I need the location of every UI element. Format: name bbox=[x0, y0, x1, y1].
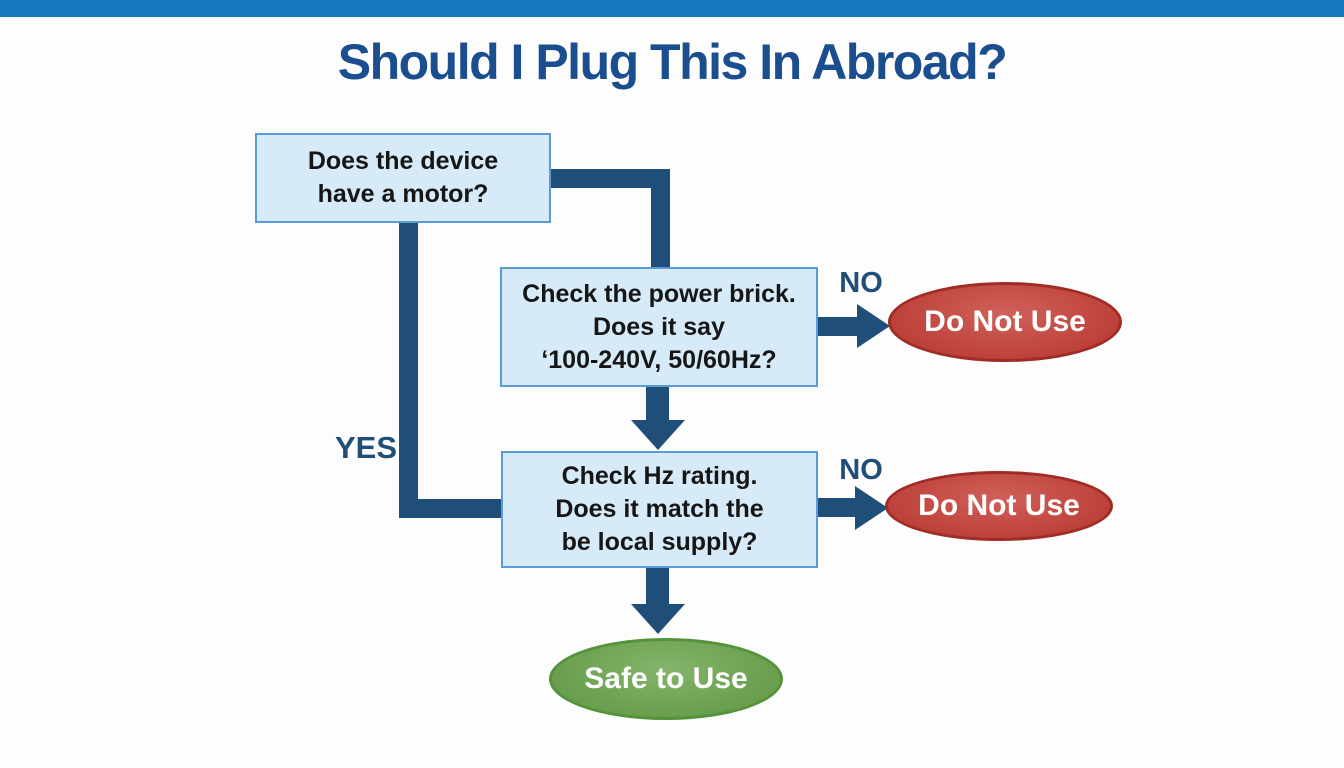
top-accent-bar bbox=[0, 0, 1344, 17]
arrow-right-head-no-1-icon bbox=[857, 304, 890, 348]
decision-box-power-brick: Check the power brick. Does it say ‘100-… bbox=[500, 267, 818, 387]
edge-label-no-1: NO bbox=[839, 267, 883, 299]
page-title: Should I Plug This In Abroad? bbox=[337, 34, 1008, 90]
decision-box-hz-rating: Check Hz rating. Does it match the be lo… bbox=[501, 451, 818, 568]
connector-no-1 bbox=[818, 317, 858, 336]
decision-box-motor: Does the device have a motor? bbox=[255, 133, 551, 223]
connector-q3-to-safe bbox=[646, 568, 669, 605]
terminal-label: Do Not Use bbox=[924, 305, 1086, 338]
connector-q2-to-q3 bbox=[646, 387, 669, 421]
arrow-right-head-no-2-icon bbox=[855, 486, 888, 530]
decision-box-line: be local supply? bbox=[561, 528, 758, 556]
connector-yes-vertical bbox=[399, 222, 418, 518]
decision-box-line: have a motor? bbox=[317, 180, 489, 208]
edge-label-no-2: NO bbox=[839, 454, 883, 486]
terminal-label: Safe to Use bbox=[584, 662, 748, 695]
connector-q1-to-q2-vertical bbox=[651, 169, 670, 268]
terminal-safe-to-use: Safe to Use bbox=[549, 638, 783, 720]
decision-box-line: Check Hz rating. bbox=[561, 462, 758, 490]
decision-box-line: ‘100-240V, 50/60Hz? bbox=[541, 345, 777, 374]
connector-yes-horizontal bbox=[399, 499, 503, 518]
decision-box-line: Does it match the bbox=[555, 495, 764, 523]
connector-no-2 bbox=[818, 498, 856, 517]
decision-box-line: Does the device bbox=[307, 147, 499, 175]
edge-label-yes: YES bbox=[334, 430, 397, 465]
arrow-down-head-q2-q3-icon bbox=[631, 420, 685, 450]
arrow-down-head-q3-safe-icon bbox=[631, 604, 685, 634]
terminal-label: Do Not Use bbox=[918, 489, 1080, 522]
connector-q1-to-q2-horizontal bbox=[548, 169, 670, 188]
terminal-do-not-use-2: Do Not Use bbox=[885, 471, 1113, 541]
decision-box-line: Check the power brick. bbox=[522, 279, 796, 308]
terminal-do-not-use-1: Do Not Use bbox=[888, 282, 1122, 362]
decision-box-line: Does it say bbox=[592, 312, 725, 341]
